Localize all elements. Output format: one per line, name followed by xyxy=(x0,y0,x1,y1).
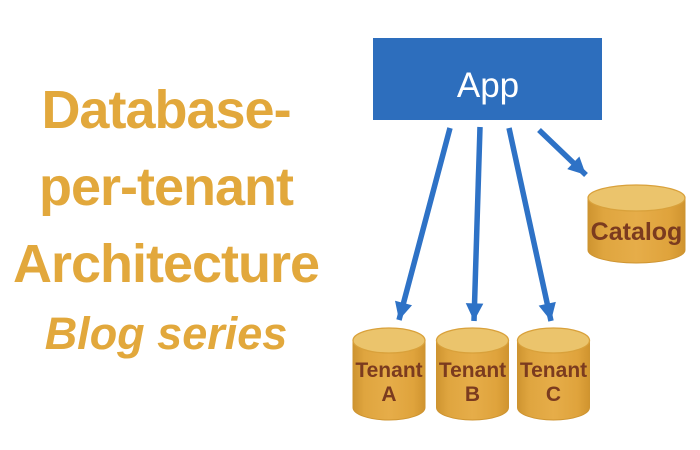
title-block: Database- per-tenant Architecture Blog s… xyxy=(0,72,332,365)
title-line-1: Database- xyxy=(41,80,291,140)
arrow-app-to-tenant-a xyxy=(395,127,453,321)
database-cylinder-body xyxy=(352,340,426,421)
arrow-app-to-tenant-b xyxy=(465,126,484,322)
app-box-label: App xyxy=(457,66,519,105)
database-cylinder-top xyxy=(435,327,510,354)
database-cylinder-top xyxy=(352,327,426,354)
catalog-database-cylinder: Catalog xyxy=(587,184,686,264)
tenant-a-database-cylinder: Tenant A xyxy=(352,327,426,421)
tenant-b-letter: B xyxy=(465,383,480,406)
tenant-a-label: Tenant xyxy=(355,359,422,382)
tenant-b-label: Tenant xyxy=(439,359,506,382)
database-cylinder-body xyxy=(587,197,686,264)
tenant-c-database-cylinder: Tenant C xyxy=(516,327,591,421)
title-line-2: per-tenant xyxy=(38,157,294,217)
arrow-app-to-catalog xyxy=(537,128,588,177)
database-cylinder-body xyxy=(436,340,509,421)
catalog-label: Catalog xyxy=(591,218,683,246)
database-cylinder-top xyxy=(587,184,686,212)
tenant-c-label: Tenant xyxy=(520,359,587,382)
tenant-b-database-cylinder: Tenant B xyxy=(435,327,510,421)
database-cylinder-body xyxy=(517,340,590,421)
tenant-a-letter: A xyxy=(381,383,396,406)
title-subtitle: Blog series xyxy=(44,308,288,359)
database-cylinder-top xyxy=(516,327,591,354)
app-box: App xyxy=(373,38,602,120)
app-box-rect xyxy=(373,38,602,120)
tenant-c-letter: C xyxy=(546,383,561,406)
arrow-app-to-tenant-c xyxy=(506,127,556,322)
title-line-3: Architecture xyxy=(12,234,320,294)
